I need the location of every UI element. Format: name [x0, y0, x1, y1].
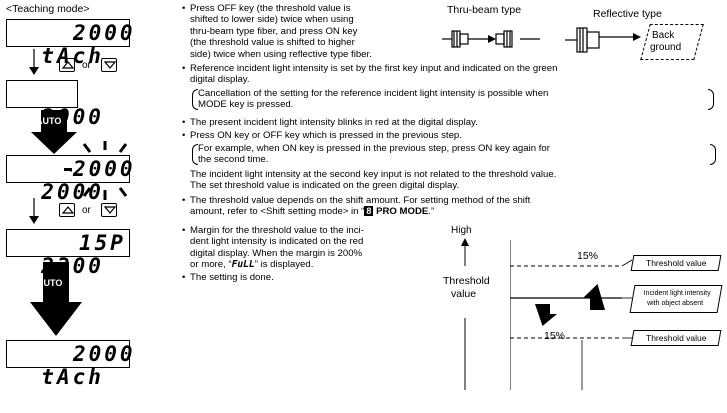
label-incident-2: with object absent: [647, 300, 704, 307]
bullet-1-line: Press OFF key (the threshold value is: [190, 3, 351, 14]
bullet-3: •The present incident light intensity bl…: [182, 117, 720, 128]
graph-value-label: value: [451, 288, 477, 300]
blink-rays-icon: [70, 141, 128, 200]
thru-beam-title: Thru-beam type: [447, 4, 522, 16]
full-lcd-text: FuLL: [231, 259, 255, 271]
bullet-6-pre: or more, “: [190, 259, 232, 271]
bullet-6-post: ” is displayed.: [254, 259, 314, 271]
label-threshold-bottom: Threshold value: [630, 330, 722, 346]
or-text-1: or: [82, 60, 91, 71]
bullet-1-line: thru-beam type fiber, and press ON key: [190, 25, 358, 37]
graph-threshold-label: Threshold: [443, 275, 490, 287]
bullet-2-note: Cancellation of the setting for the refe…: [192, 88, 714, 111]
lcd1-left-text: tAch: [41, 44, 104, 68]
bullet-6-line: digital display. When the margin is 200%: [190, 247, 363, 259]
bullet-2-line: Reference incident light intensity is se…: [190, 63, 558, 74]
bullet-1: • Press OFF key (the threshold value is …: [182, 3, 430, 60]
up-key-icon: [59, 203, 75, 217]
section-number-badge: 8: [364, 206, 374, 217]
label-threshold-top: Threshold value: [630, 255, 722, 271]
arrow-down-icon: [29, 198, 39, 224]
bullet-6-line: Margin for the threshold value to the in…: [190, 225, 364, 236]
down-key-icon: [101, 58, 117, 72]
lcd-display-margin: 2300 15P: [6, 229, 130, 278]
lcd3-right-text: 2000: [73, 157, 136, 181]
percent-top: 15%: [577, 250, 599, 262]
graph-high-label: High: [451, 225, 472, 236]
bullet-5: • The threshold value depends on the shi…: [182, 195, 720, 218]
bullet-1-line: side) twice when using reflective type f…: [190, 48, 372, 60]
label-incident-1: Incident light intensity: [643, 290, 711, 297]
bullet-1-line: (the threshold value is shifted to highe…: [190, 37, 355, 49]
auto-arrow-icon: [30, 262, 82, 336]
bullet-6-line: dent light intensity is indicated on the…: [190, 236, 364, 248]
lcd3-left-text: 2000: [41, 180, 104, 204]
lcd-display-2000: 2000: [6, 80, 101, 129]
auto-label-2: AUTO: [37, 278, 63, 288]
extra-line: The set threshold value is indicated on …: [190, 180, 460, 192]
up-key-icon: [59, 58, 75, 72]
fiber-sensor-icon: [442, 30, 540, 48]
bullet-4-extra: The incident light intensity at the seco…: [190, 169, 720, 192]
bullet-7-text: The setting is done.: [190, 272, 274, 283]
bullet-6: • Margin for the threshold value to the …: [182, 225, 390, 271]
reflective-sensor-icon: [565, 27, 641, 53]
note-line: the second time.: [198, 154, 269, 166]
percent-bottom: 15%: [544, 330, 566, 342]
bullet-7: •The setting is done.: [182, 272, 390, 283]
lcd5-right-text: 2000: [73, 342, 136, 366]
lcd1-right-text: 2000: [73, 21, 136, 45]
label-threshold-top-text: Threshold value: [645, 258, 707, 268]
pro-mode-link: PRO MODE: [373, 206, 429, 218]
note-line: MODE key is pressed.: [198, 99, 294, 111]
bullet-4: •Press ON key or OFF key which is presse…: [182, 130, 720, 141]
reflective-title: Reflective type: [593, 8, 662, 20]
or-text-2: or: [82, 205, 91, 216]
bullet-5-post: .”: [428, 206, 435, 218]
vertical-axis-icon: [461, 238, 469, 390]
note-line: Cancellation of the setting for the refe…: [198, 88, 549, 99]
bullet-2-line: digital display.: [190, 74, 250, 86]
lcd-display-teach-1: tAch 2000: [6, 19, 133, 68]
lcd5-left-text: tAch: [41, 365, 104, 389]
threshold-graph: [510, 240, 633, 390]
background-label-2: ground: [650, 42, 682, 53]
down-key-icon: [101, 203, 117, 217]
arrow-down-icon: [29, 49, 39, 75]
bullet-4-text: Press ON key or OFF key which is pressed…: [190, 130, 462, 141]
bullet-5-pre: amount, refer to <Shift setting mode> in…: [190, 206, 365, 218]
bullet-2: • Reference incident light intensity is …: [182, 63, 720, 86]
extra-line: The incident light intensity at the seco…: [190, 169, 557, 180]
bullet-3-text: The present incident light intensity bli…: [190, 117, 478, 128]
background-label-1: Back: [652, 30, 675, 41]
auto-arrow-icon: [31, 110, 77, 154]
bullet-4-note: For example, when ON key is pressed in t…: [192, 143, 716, 166]
auto-label-1: AUTO: [36, 116, 62, 126]
dash-separator: [64, 168, 72, 171]
teaching-mode-label: <Teaching mode>: [6, 3, 90, 15]
bullet-6-line: or more, “FuLL” is displayed.: [190, 259, 390, 270]
bullet-5-line-a: The threshold value depends on the shift…: [190, 195, 531, 206]
label-threshold-bottom-text: Threshold value: [645, 333, 707, 343]
bullet-1-line: shifted to lower side) twice when using: [190, 14, 354, 26]
lcd4-right-text: 15P: [79, 231, 126, 255]
bullet-5-line-b: amount, refer to <Shift setting mode> in…: [190, 206, 720, 217]
lcd-display-teach-2: tAch 2000: [6, 340, 133, 389]
label-incident-light: Incident light intensity with object abs…: [629, 285, 723, 313]
note-line: For example, when ON key is pressed in t…: [198, 143, 550, 154]
